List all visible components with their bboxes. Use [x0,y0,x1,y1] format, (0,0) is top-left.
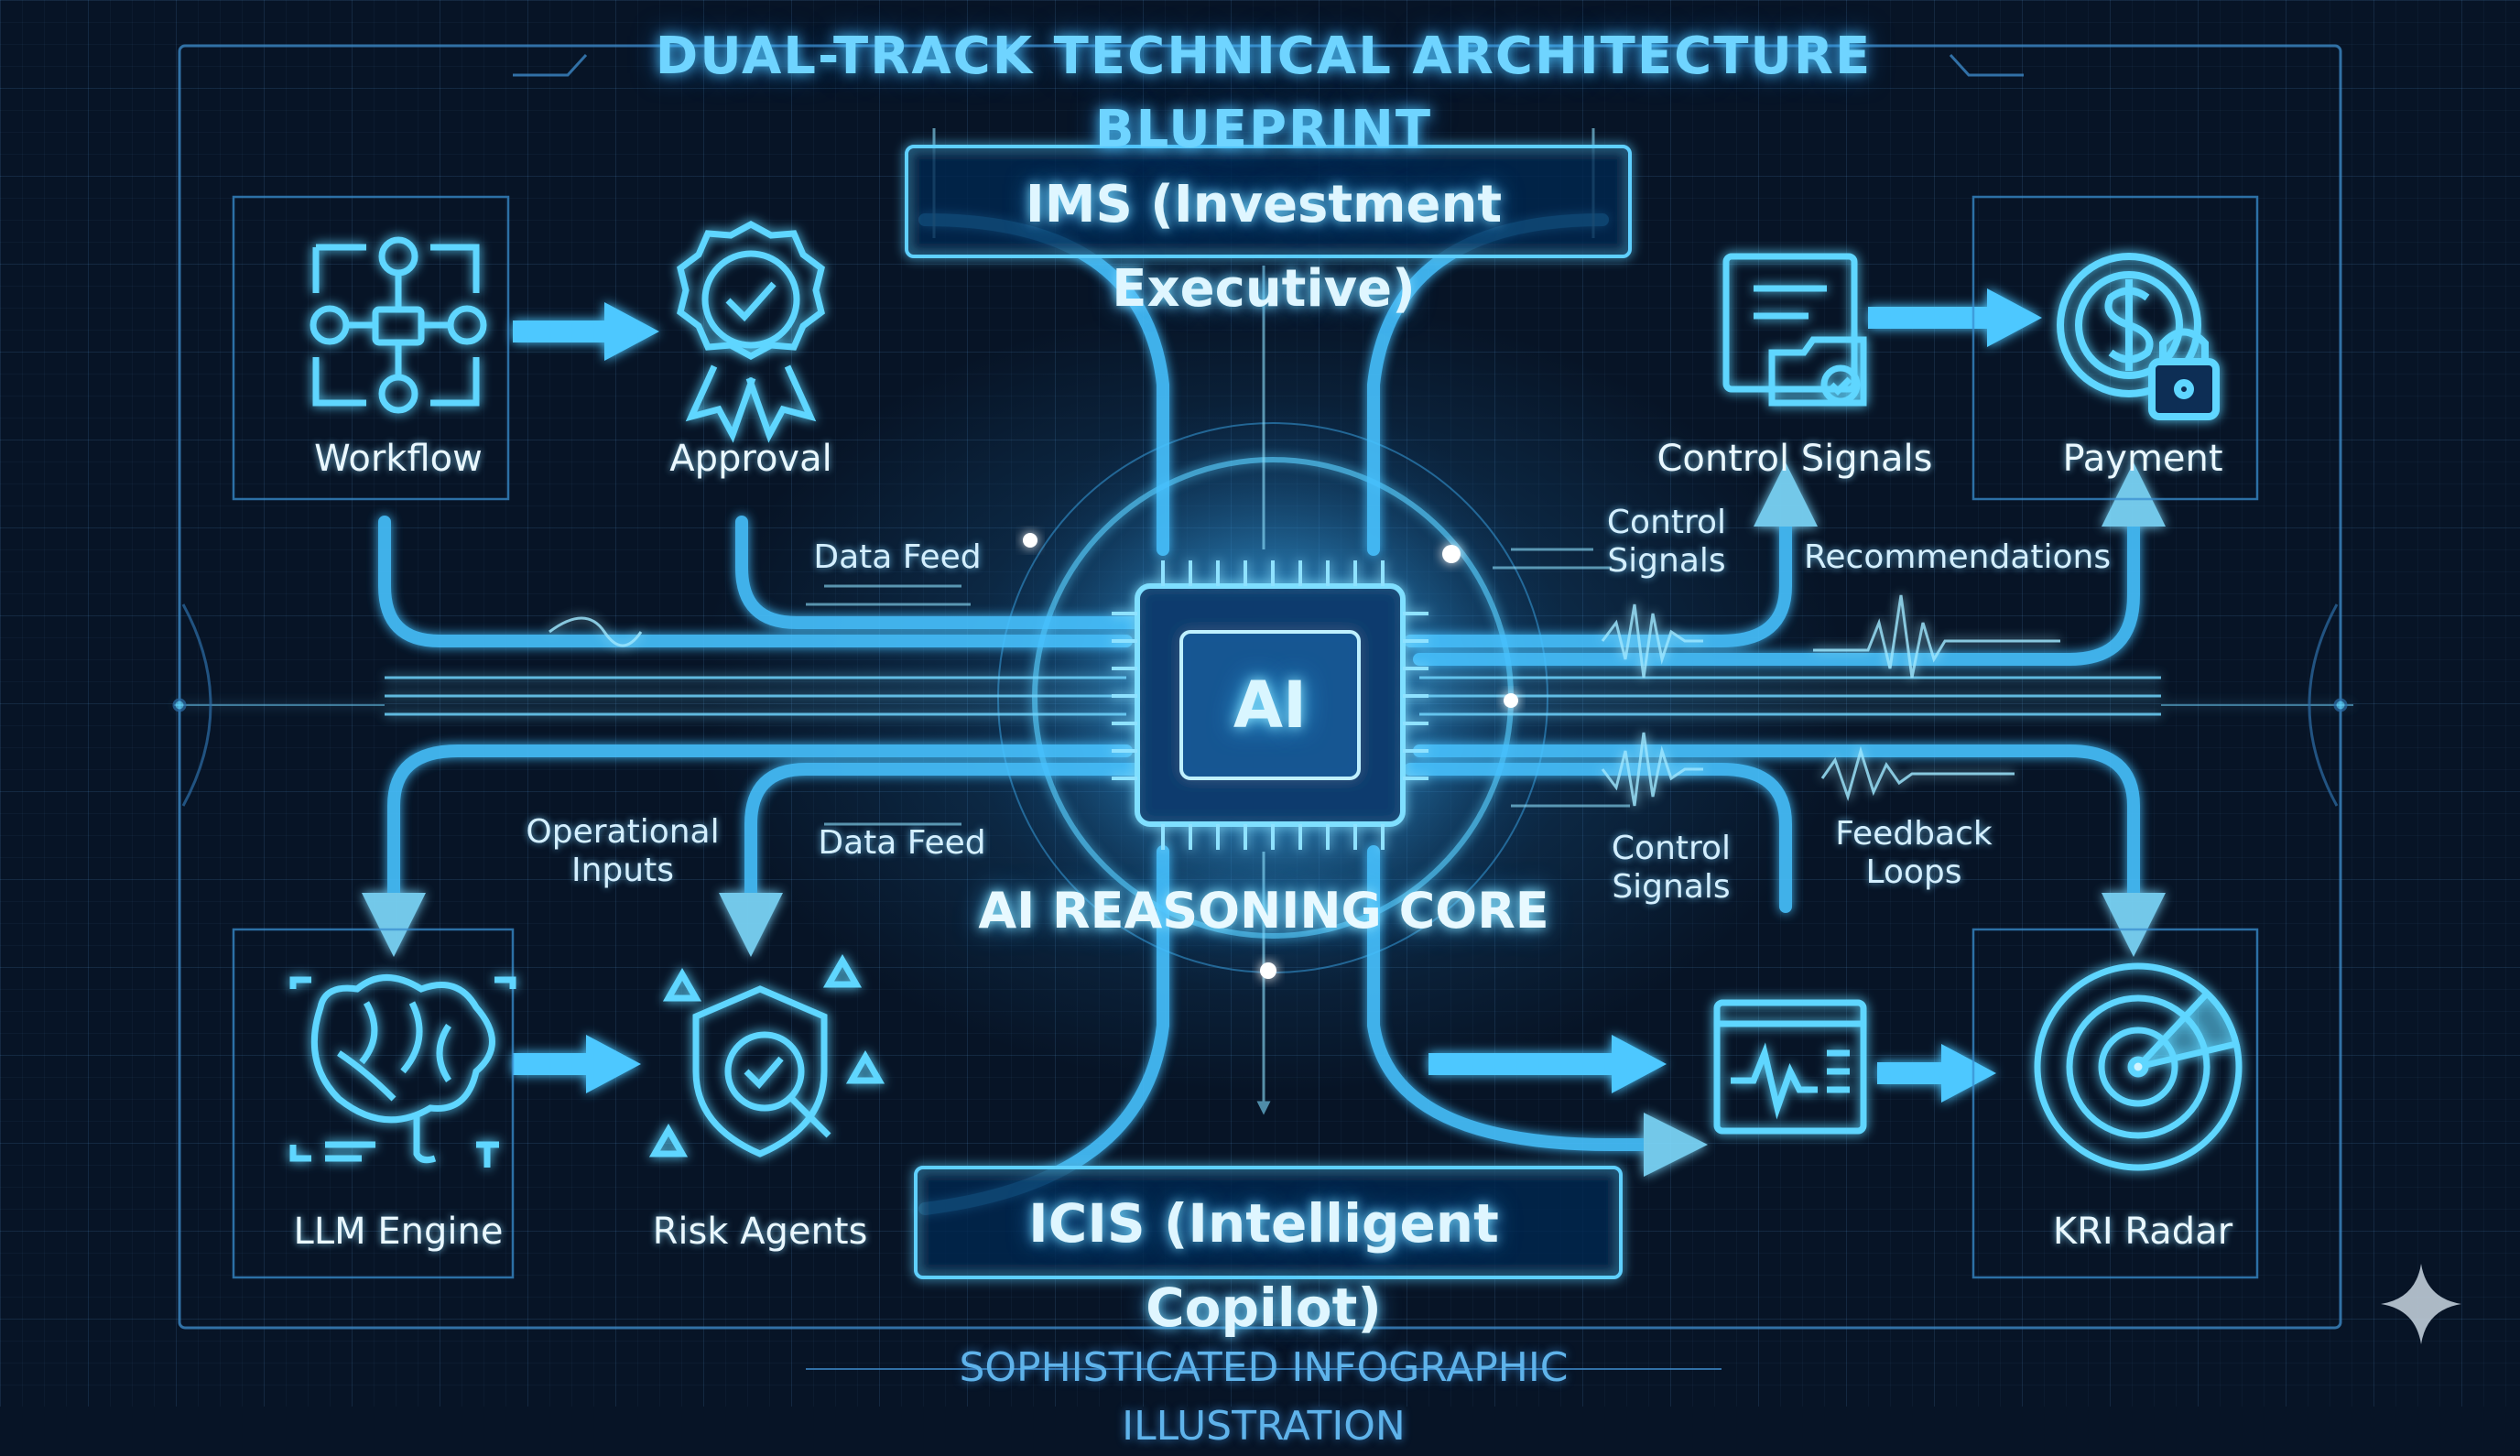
node-arrows [513,288,2042,1103]
sparkle-icon [2381,1264,2461,1344]
diagram-canvas [172,44,2353,1370]
payment-label: Payment [2062,438,2223,480]
diagram-title: DUAL-TRACK TECHNICAL ARCHITECTURE BLUEPR… [655,27,1873,159]
outer-frame [178,44,2342,1370]
brain-icon [289,974,516,1168]
icis-track-label: ICIS (Intelligent Copilot) [1028,1192,1499,1339]
waveforms [549,594,2060,807]
ai-reasoning-core-label: AI REASONING CORE [978,882,1549,940]
ai-chip-label: AI [1233,668,1308,743]
llm-engine-label: LLM Engine [293,1211,504,1253]
payment-lock-icon [2057,253,2220,420]
workflow-icon [310,236,487,414]
shield-check-icon [648,953,885,1157]
side-decorations [172,603,2348,807]
feedback-loops-label: Feedback Loops [1835,815,1993,891]
node-frames [232,195,2259,1279]
recommendations-label: Recommendations [1804,538,2112,576]
control-signals-bottom-label: Control Signals [1611,830,1732,906]
data-feed-bottom-label: Data Feed [818,824,986,862]
approval-label: Approval [669,438,832,480]
core-bus-lines [174,676,2353,716]
footer-caption: SOPHISTICATED INFOGRAPHIC ILLUSTRATION [959,1344,1569,1450]
track-boxes [905,145,1632,1279]
monitor-pulse-icon [1713,999,1867,1135]
kri-radar-label: KRI Radar [2052,1211,2233,1253]
ai-chip [1112,560,1428,850]
lens-flares [1023,533,1518,979]
control-signals-top-label: Control Signals [1606,504,1727,580]
document-folder-icon [1722,253,1867,407]
risk-agents-label: Risk Agents [652,1211,868,1253]
approval-badge-icon [677,221,825,443]
radar-icon [2034,962,2243,1171]
operational-inputs-label: Operational Inputs [526,813,720,889]
ims-track-label: IMS (Investment Executive) [1025,175,1503,319]
data-feed-top-label: Data Feed [813,538,982,576]
control-signals-node-label: Control Signals [1656,438,1933,480]
workflow-label: Workflow [314,438,483,480]
